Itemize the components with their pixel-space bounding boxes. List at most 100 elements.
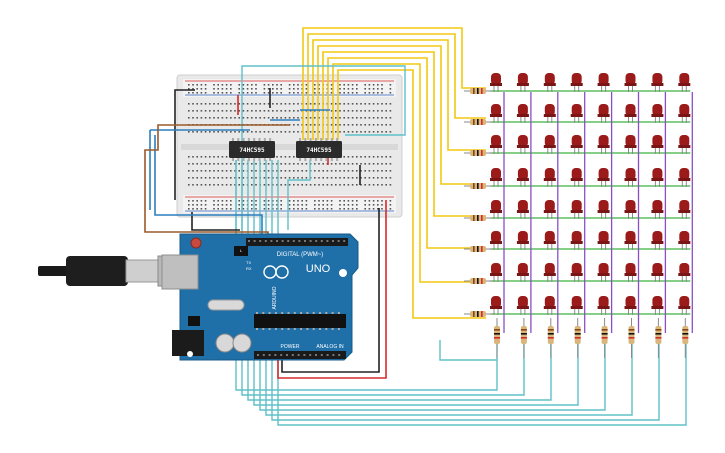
resistor	[464, 150, 492, 156]
led	[516, 200, 529, 219]
uno-model-label: UNO	[306, 263, 331, 275]
resistor	[464, 215, 492, 221]
led	[543, 135, 556, 154]
led	[543, 231, 556, 250]
led	[651, 135, 664, 154]
led	[490, 200, 502, 219]
breadboard	[176, 74, 403, 218]
control-wires	[144, 88, 387, 379]
led	[570, 296, 583, 315]
led	[624, 135, 637, 154]
led	[624, 200, 637, 219]
led	[597, 135, 610, 154]
resistor	[574, 318, 581, 358]
led	[678, 296, 691, 315]
arduino-brand-label: ARDUINO	[272, 286, 278, 309]
led	[597, 200, 610, 219]
l-led-label: L	[240, 248, 243, 253]
usb-port	[161, 254, 199, 290]
led	[516, 168, 529, 187]
arduino-uno: DIGITAL (PWM~) UNO ARDUINO POWER ANALOG …	[161, 233, 359, 361]
resistor	[601, 318, 608, 358]
rx-label: RX	[246, 266, 252, 271]
led	[570, 73, 583, 92]
led	[597, 231, 610, 250]
arduino-logo-right	[275, 265, 289, 279]
resistor	[628, 318, 635, 358]
led	[516, 135, 529, 154]
led	[624, 73, 637, 92]
led	[678, 104, 691, 123]
reset-button	[190, 237, 202, 249]
power-jack	[172, 330, 204, 356]
led	[490, 168, 502, 187]
led	[543, 296, 556, 315]
digital-header	[246, 238, 348, 246]
power-analog-header	[254, 351, 346, 359]
led	[543, 263, 556, 282]
led	[651, 296, 664, 315]
led	[678, 200, 691, 219]
led	[597, 263, 610, 282]
led	[570, 168, 583, 187]
led	[543, 168, 556, 187]
led-matrix	[490, 73, 691, 315]
crystal	[207, 299, 245, 311]
led	[516, 296, 529, 315]
row-resistors	[464, 88, 492, 317]
led	[651, 263, 664, 282]
led	[624, 231, 637, 250]
led	[516, 104, 529, 123]
led	[651, 168, 664, 187]
digital-header-label: DIGITAL (PWM~)	[277, 252, 324, 258]
led	[624, 168, 637, 187]
matrix-wires	[490, 90, 693, 333]
column-resistors	[494, 318, 689, 358]
analog-header-label: ANALOG IN	[316, 344, 344, 350]
resistor	[464, 278, 492, 284]
resistor	[547, 318, 554, 358]
resistor	[464, 311, 492, 317]
chip-2-label: 74HC595	[306, 147, 332, 154]
resistor	[520, 318, 527, 358]
led	[543, 73, 556, 92]
led	[490, 231, 502, 250]
led	[490, 263, 502, 282]
led	[597, 73, 610, 92]
led	[624, 104, 637, 123]
led	[570, 200, 583, 219]
led	[651, 73, 664, 92]
led	[516, 263, 529, 282]
led	[624, 296, 637, 315]
resistor	[464, 246, 492, 252]
led	[678, 263, 691, 282]
led	[678, 73, 691, 92]
led	[490, 296, 502, 315]
led	[570, 231, 583, 250]
atmega-chip	[254, 314, 346, 328]
led	[651, 231, 664, 250]
resistor	[464, 88, 492, 94]
resistor	[464, 183, 492, 189]
resistor	[682, 318, 689, 358]
led	[651, 104, 664, 123]
led	[678, 231, 691, 250]
led	[516, 73, 529, 92]
led	[570, 263, 583, 282]
tx-label: TX	[246, 260, 251, 265]
led	[570, 104, 583, 123]
resistor	[494, 318, 500, 358]
shift-register-2: 74HC595	[296, 138, 342, 161]
led	[624, 263, 637, 282]
led	[490, 73, 502, 92]
shift-register-1: 74HC595	[229, 138, 275, 161]
led	[597, 168, 610, 187]
chip-1-label: 74HC595	[239, 147, 265, 154]
led	[490, 104, 502, 123]
power-header-label: POWER	[281, 344, 300, 350]
resistor	[655, 318, 662, 358]
led	[597, 104, 610, 123]
led	[516, 231, 529, 250]
led	[678, 135, 691, 154]
